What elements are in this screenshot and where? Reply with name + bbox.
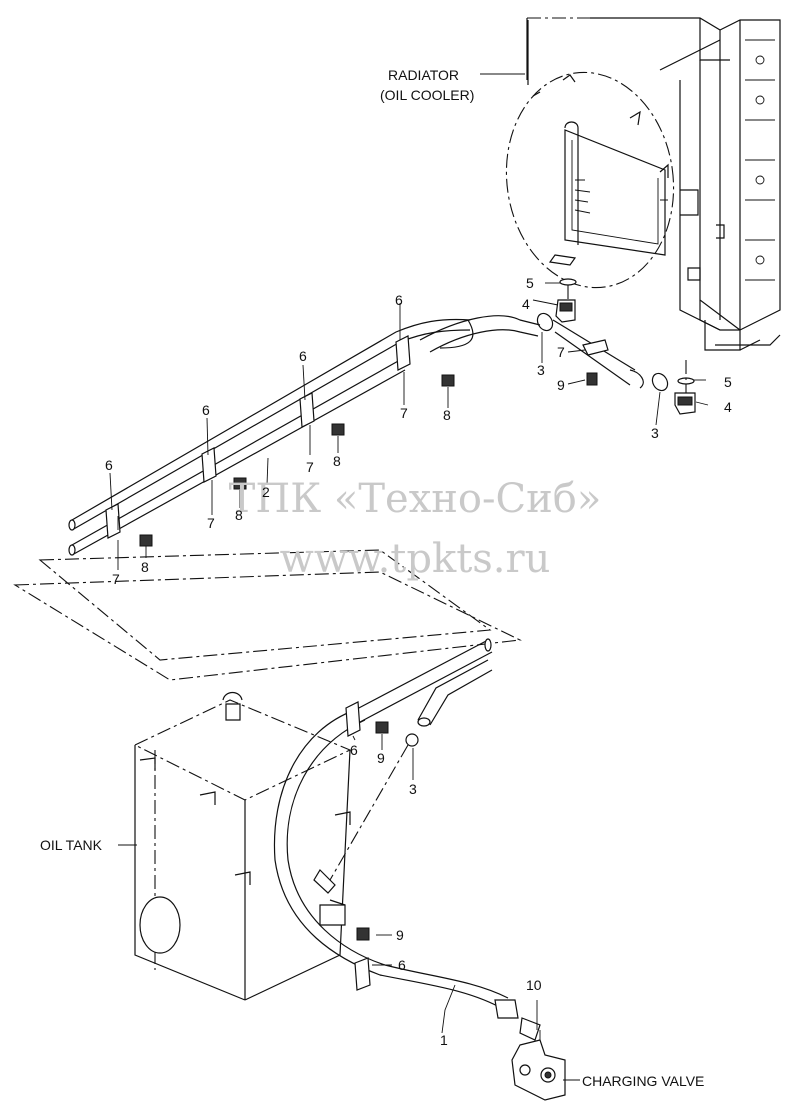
charging-valve-label: CHARGING VALVE [582, 1073, 704, 1089]
callout-1: 1 [440, 1032, 448, 1048]
callout-6-c: 6 [202, 402, 210, 418]
callout-3-upper: 3 [537, 362, 545, 378]
callout-7-d: 7 [112, 571, 120, 587]
callout-7-b: 7 [306, 459, 314, 475]
callout-6-tank: 6 [350, 742, 358, 758]
charging-valve [511, 1030, 566, 1101]
callout-9-right: 9 [557, 377, 565, 393]
floor-plane-outlines [13, 549, 522, 681]
upper-pipe-assembly [68, 315, 541, 556]
callout-8-c: 8 [235, 507, 243, 523]
callout-8-b: 8 [333, 453, 341, 469]
watermark-line1: ТПК «Техно-Сиб» [229, 476, 602, 522]
callout-8-a: 8 [443, 407, 451, 423]
clamp-group [105, 335, 411, 539]
radiator-label-line1: RADIATOR [388, 67, 459, 83]
radiator-outlet-fittings [536, 278, 696, 415]
callout-2: 2 [262, 484, 270, 500]
watermark-line2: www.tpkts.ru [280, 536, 551, 582]
callout-5-upper: 5 [526, 275, 534, 291]
oil-tank-label: OIL TANK [40, 837, 103, 853]
callout-7-c: 7 [207, 515, 215, 531]
callout-7-a: 7 [400, 405, 408, 421]
callout-3-tank: 3 [409, 781, 417, 797]
callout-6-d: 6 [105, 457, 113, 473]
callout-6-b: 6 [299, 348, 307, 364]
callout-10: 10 [526, 977, 542, 993]
leader-lines [109, 73, 709, 1081]
callout-7-right: 7 [557, 344, 565, 360]
lower-hoses [273, 638, 541, 1041]
callout-5-lower: 5 [724, 374, 732, 390]
callout-3-lower-right: 3 [651, 425, 659, 441]
callout-6-hose: 6 [398, 957, 406, 973]
part-labels: RADIATOR (OIL COOLER) OIL TANK CHARGING … [40, 67, 704, 1089]
callout-6-a: 6 [395, 292, 403, 308]
callout-4-upper: 4 [522, 296, 530, 312]
callout-4-lower: 4 [724, 399, 732, 415]
radiator-oil-cooler [505, 17, 781, 351]
callout-numbers: 1 2 3 3 3 4 4 5 5 6 6 6 6 6 6 6 7 7 7 7 … [105, 275, 732, 1048]
radiator-label-line2: (OIL COOLER) [380, 87, 474, 103]
callout-8-d: 8 [141, 559, 149, 575]
watermark: ТПК «Техно-Сиб» www.tpkts.ru [229, 476, 602, 582]
bolt-group [139, 374, 455, 547]
oil-tank [133, 691, 352, 1001]
callout-9-tank-upper: 9 [377, 750, 385, 766]
callout-9-tank-lower: 9 [396, 927, 404, 943]
